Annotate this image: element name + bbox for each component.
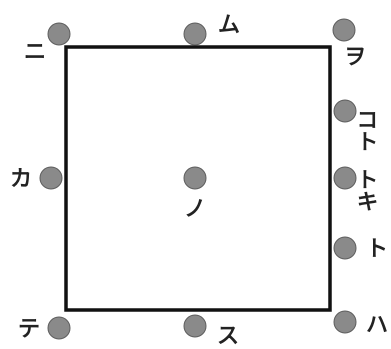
square-outline: [64, 45, 332, 312]
point-bottom-center: [183, 314, 207, 338]
label-bottom-center: ス: [217, 324, 239, 349]
label-top-center: ム: [218, 13, 240, 38]
label-right-lower: ト: [366, 237, 388, 262]
point-top-right: [332, 18, 356, 42]
label-center: ノ: [184, 197, 206, 222]
label-left-middle: カ: [10, 167, 32, 192]
label-bottom-right: ハ: [366, 313, 388, 338]
point-right-lower: [333, 236, 357, 260]
point-right-upper: [333, 99, 357, 123]
label-right-middle: トキ: [353, 168, 378, 212]
point-top-left: [47, 22, 71, 46]
label-right-upper: コト: [353, 108, 378, 152]
point-top-center: [183, 22, 207, 46]
label-top-right: ヲ: [344, 45, 366, 70]
point-left-middle: [39, 166, 63, 190]
label-top-left: ニ: [24, 40, 46, 65]
point-center: [183, 166, 207, 190]
point-bottom-right: [333, 310, 357, 334]
point-right-middle: [333, 166, 357, 190]
point-bottom-left: [47, 316, 71, 340]
label-bottom-left: テ: [18, 317, 40, 342]
